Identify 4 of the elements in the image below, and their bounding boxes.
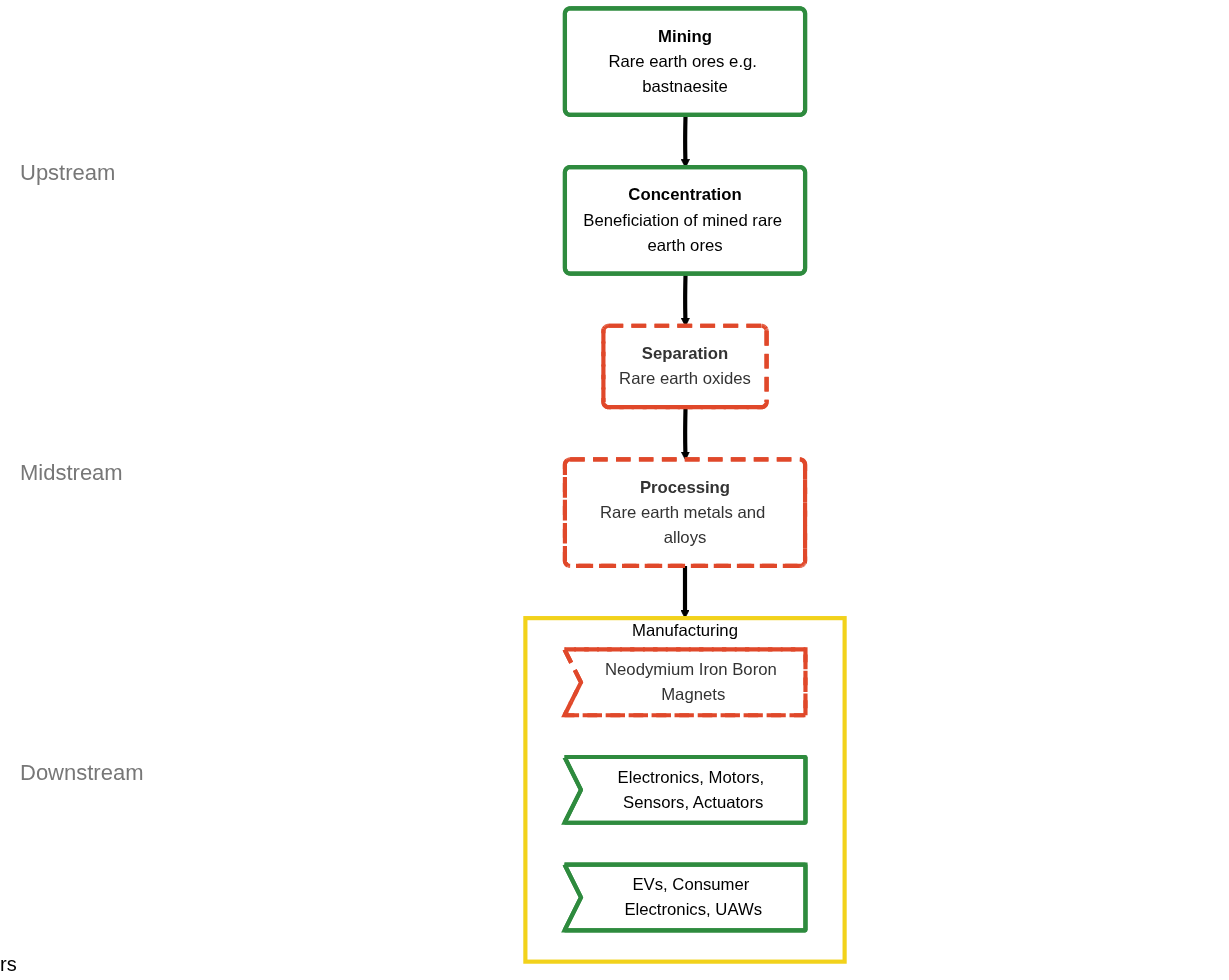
stage-label: Downstream: [20, 760, 144, 786]
stage-label: Upstream: [20, 160, 116, 186]
text-fragment: rs: [0, 953, 17, 976]
stage-label: Midstream: [20, 460, 123, 486]
